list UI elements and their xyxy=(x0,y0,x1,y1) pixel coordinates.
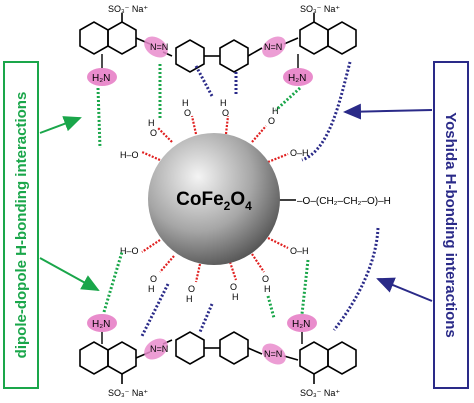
peg-chain-label: –O–(CH₂–CH₂–O)–H xyxy=(297,196,391,207)
svg-text:H: H xyxy=(182,98,189,108)
bottom-dye-molecule xyxy=(79,331,357,384)
right-label-box: Yoshida H-bonding interactions xyxy=(433,61,469,389)
bottom-left-sulfonate-label: SO₃⁻ Na⁺ xyxy=(108,388,148,398)
top-left-amine-highlight xyxy=(87,68,117,86)
bottom-left-naphthalene-ring-b xyxy=(107,341,137,375)
top-left-sulfonate-label: SO₃⁻ Na⁺ xyxy=(108,4,148,14)
svg-text:H: H xyxy=(148,284,155,294)
svg-text:N=N: N=N xyxy=(264,349,282,359)
bottom-right-amine-label: H₂N xyxy=(292,319,310,330)
svg-text:H–O: H–O xyxy=(120,150,139,160)
bottom-left-amine-label: H₂N xyxy=(92,319,110,330)
top-left-azo-highlight xyxy=(144,36,168,58)
svg-text:H: H xyxy=(272,106,279,116)
left-label-text: dipole-dopole H-bonding interactions xyxy=(13,92,30,359)
arrow-green-bottom xyxy=(39,257,100,291)
arrow-navy-top xyxy=(343,103,433,120)
svg-text:H: H xyxy=(186,294,193,304)
svg-text:H: H xyxy=(232,292,239,302)
top-right-amine-label: H₂N xyxy=(288,73,306,84)
svg-text:O: O xyxy=(184,108,191,118)
svg-text:O: O xyxy=(150,128,157,138)
bottom-biphenyl-ring-left xyxy=(175,331,205,365)
svg-text:O–H: O–H xyxy=(290,246,309,256)
svg-text:O: O xyxy=(230,282,237,292)
svg-text:O: O xyxy=(150,274,157,284)
top-right-amine-highlight xyxy=(283,68,313,86)
svg-text:O: O xyxy=(188,284,195,294)
top-right-sulfonate-label: SO₃⁻ Na⁺ xyxy=(300,4,340,14)
navy-h-bonds xyxy=(140,61,380,337)
svg-text:H: H xyxy=(264,284,271,294)
svg-text:O–H: O–H xyxy=(290,148,309,158)
svg-text:N=N: N=N xyxy=(150,344,168,354)
surface-bonds xyxy=(141,115,289,283)
top-left-naphthalene-ring-a xyxy=(79,21,109,55)
bottom-right-amine-highlight xyxy=(287,314,317,332)
cofe2o4-nanoparticle xyxy=(148,133,280,265)
svg-text:O: O xyxy=(262,274,269,284)
bottom-right-naphthalene-ring-a xyxy=(299,341,329,375)
top-right-naphthalene-ring-b xyxy=(327,21,357,55)
bottom-biphenyl-ring-right xyxy=(219,331,249,365)
top-dye-molecule xyxy=(79,13,357,73)
bottom-left-azo-highlight xyxy=(144,338,168,360)
bottom-right-sulfonate-label: SO₃⁻ Na⁺ xyxy=(300,388,340,398)
bottom-left-amine-highlight xyxy=(87,314,117,332)
top-left-amine-label: H₂N xyxy=(92,73,110,84)
top-right-naphthalene-ring-a xyxy=(299,21,329,55)
left-label-box: dipole-dopole H-bonding interactions xyxy=(3,61,39,389)
svg-text:H: H xyxy=(220,98,227,108)
bottom-left-naphthalene-ring-a xyxy=(79,341,109,375)
top-right-azo-highlight xyxy=(262,36,286,58)
green-h-bonds xyxy=(96,64,310,319)
arrow-navy-bottom xyxy=(376,277,433,302)
svg-text:N=N: N=N xyxy=(264,42,282,52)
bottom-right-azo-highlight xyxy=(262,343,286,365)
top-left-naphthalene-ring-b xyxy=(107,21,137,55)
hydroxyl-groups: H–O HO HO HO OH O–H H–O OH OH OH OH O–H xyxy=(120,98,309,304)
right-label-text: Yoshida H-bonding interactions xyxy=(442,112,459,338)
top-biphenyl-ring-left xyxy=(175,39,205,73)
svg-text:H–O: H–O xyxy=(120,246,139,256)
core-label: CoFe2O4 xyxy=(176,189,252,213)
bottom-right-naphthalene-ring-b xyxy=(327,341,357,375)
top-biphenyl-ring-right xyxy=(219,39,249,73)
svg-text:N=N: N=N xyxy=(150,42,168,52)
svg-text:O: O xyxy=(268,116,275,126)
svg-text:H: H xyxy=(148,118,155,128)
svg-text:O: O xyxy=(222,108,229,118)
arrow-green-top xyxy=(39,116,82,134)
